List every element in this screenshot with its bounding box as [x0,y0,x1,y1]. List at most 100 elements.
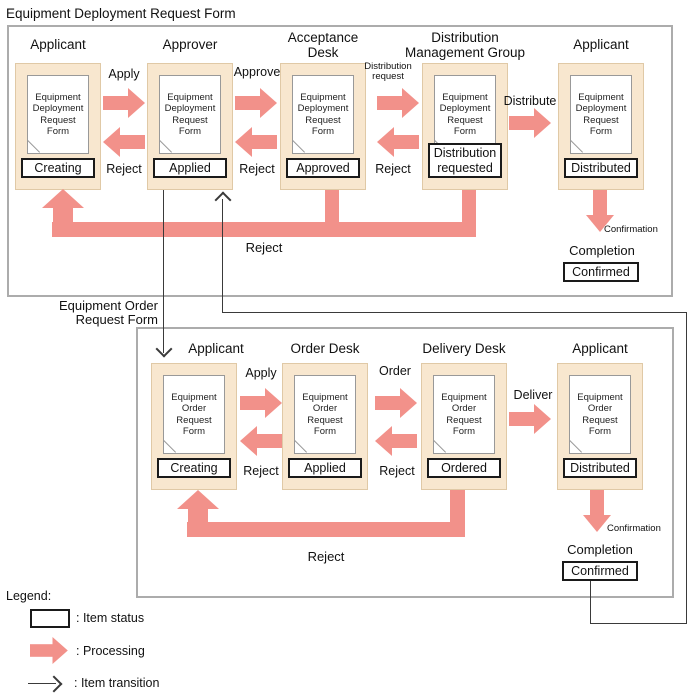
document-icon: Equipment Deployment Request Form [292,75,354,154]
card-order-applied: Equipment Order Request Form Applied [282,363,368,490]
processing-arrow-apply [103,88,145,118]
status-badge-confirmed-2: Confirmed [562,561,638,581]
label-approve: Approve [233,65,281,79]
column-header-applicant: Applicant [30,37,86,52]
column-header-applicant-order: Applicant [188,341,244,356]
reject-return-arrowhead-2 [177,490,219,509]
label-completion-2: Completion [567,542,633,557]
processing-arrow-apply-order [240,388,282,418]
document-title: Equipment Deployment Request Form [32,92,84,137]
processing-arrow-distribution-request [377,88,419,118]
processing-arrow-approve [235,88,277,118]
label-reject-order-1: Reject [243,464,279,478]
status-badge: Distributed [563,457,637,478]
card-deployment-approved: Equipment Deployment Request Form Approv… [280,63,366,190]
item-transition-line-confirmed-v [590,581,591,624]
card-deployment-applied: Equipment Deployment Request Form Applie… [147,63,233,190]
document-title: Equipment Deployment Request Form [297,92,349,137]
label-deliver: Deliver [513,388,553,402]
status-badge: Creating [157,457,231,478]
confirmation-arrowhead-1 [586,215,614,232]
reject-return-bar-2 [187,522,465,537]
document-title: Equipment Order Request Form [577,392,623,437]
label-big-reject-2: Reject [307,549,345,564]
label-order: Order [379,364,411,378]
arrowhead-right-icon [45,675,63,693]
document-title: Equipment Order Request Form [441,392,487,437]
legend-processing-label: : Processing [76,644,145,658]
label-reject-2: Reject [239,162,275,176]
document-icon: Equipment Deployment Request Form [27,75,89,154]
label-reject-1: Reject [106,162,142,176]
column-header-delivery-desk: Delivery Desk [422,341,506,356]
label-completion-1: Completion [569,243,635,258]
processing-arrow-reject-back-order-2 [375,426,417,456]
item-transition-line-to-applied [222,199,223,313]
confirmation-arrow-shaft-1 [593,190,607,217]
document-title: Equipment Deployment Request Form [164,92,216,137]
document-icon: Equipment Order Request Form [294,375,356,454]
card-deployment-creating: Equipment Deployment Request Form Creati… [15,63,101,190]
label-distribution-request: Distribution request [364,61,412,83]
column-header-distribution-management-group: Distribution Management Group [404,30,526,60]
item-transition-line-right-v [686,312,687,624]
legend-item-status-label: : Item status [76,611,145,625]
label-distribute: Distribute [503,94,557,108]
legend-transition-line-icon [28,683,56,684]
document-title: Equipment Deployment Request Form [575,92,627,137]
label-confirmation-2: Confirmation [607,523,661,534]
page-title: Equipment Deployment Request Form [6,6,236,21]
confirmation-arrow-shaft-2 [590,490,604,517]
card-deployment-distributed: Equipment Deployment Request Form Distri… [558,63,644,190]
column-header-approver: Approver [162,37,218,52]
processing-arrow-order [375,388,417,418]
reject-return-shaft [53,205,73,225]
reject-return-shaft-2 [188,506,208,526]
reject-return-arrowhead [42,189,84,208]
status-badge: Ordered [427,457,501,478]
item-transition-line-confirmed-h [590,623,687,624]
column-header-applicant-2: Applicant [573,37,629,52]
status-badge: Creating [21,157,95,178]
status-badge: Applied [153,157,227,178]
processing-arrow-reject-back-2 [235,127,277,157]
status-badge-confirmed-1: Confirmed [563,262,639,282]
reject-return-stub-distribution [462,190,476,224]
column-header-applicant-order-2: Applicant [572,341,628,356]
document-icon: Equipment Order Request Form [433,375,495,454]
card-order-distributed: Equipment Order Request Form Distributed [557,363,643,490]
item-transition-line-mid-h [222,312,687,313]
document-title: Equipment Order Request Form [171,392,217,437]
document-title: Equipment Deployment Request Form [439,92,491,137]
label-reject-order-2: Reject [379,464,415,478]
legend-processing-arrow-icon [30,637,68,664]
reject-return-stub-approved [325,190,339,224]
column-header-order-desk: Order Desk [290,341,360,356]
document-icon: Equipment Order Request Form [163,375,225,454]
processing-arrow-distribute [509,108,551,138]
status-badge: Approved [286,157,360,178]
status-badge: Applied [288,457,362,478]
document-icon: Equipment Deployment Request Form [570,75,632,154]
reject-return-bar [52,222,476,237]
processing-arrow-reject-back-order-1 [240,426,282,456]
label-big-reject-1: Reject [245,240,283,255]
label-reject-3: Reject [375,162,411,176]
document-icon: Equipment Deployment Request Form [159,75,221,154]
legend-item-transition-label: : Item transition [74,676,160,690]
document-icon: Equipment Order Request Form [569,375,631,454]
label-confirmation-1: Confirmation [604,224,658,235]
processing-arrow-reject-back-3 [377,127,419,157]
card-order-creating: Equipment Order Request Form Creating [151,363,237,490]
status-badge: Distributed [564,157,638,178]
order-form-label: Equipment Order Request Form [59,298,158,327]
document-title: Equipment Order Request Form [302,392,348,437]
document-icon: Equipment Deployment Request Form [434,75,496,154]
processing-arrow-reject-back-1 [103,127,145,157]
item-transition-line-applied-to-order [163,190,164,353]
column-header-acceptance-desk: Acceptance Desk [287,30,359,60]
status-badge: Distribution requested [428,143,502,178]
label-apply-order: Apply [245,366,277,380]
card-order-ordered: Equipment Order Request Form Ordered [421,363,507,490]
